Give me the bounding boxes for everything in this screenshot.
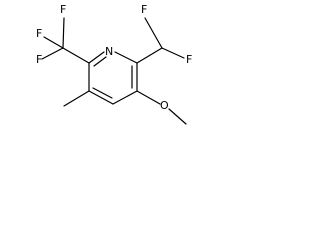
bond-c6-n-inner <box>93 56 107 67</box>
bond-cf3-f-top-left <box>43 36 64 49</box>
bond-c4-c5-inner <box>92 87 113 99</box>
atom-f-chf2-right-label: F <box>186 53 192 66</box>
atom-o-label: O <box>160 99 169 112</box>
bond-c3-c4 <box>112 90 138 105</box>
bond-chf2-f-left <box>144 17 163 49</box>
bond-c6-n <box>88 51 105 64</box>
atom-f-left-label: F <box>36 53 42 66</box>
bond-n-c2 <box>114 51 138 64</box>
molecule-canvas: F F F N F F O <box>0 0 222 138</box>
atom-f-top-left-label: F <box>36 27 42 40</box>
atom-n-label: N <box>105 45 113 58</box>
atom-f-chf2-left-label: F <box>141 3 147 16</box>
bond-cf3-f-left <box>41 47 64 60</box>
structure-diagram: F F F N F F O <box>36 3 192 125</box>
bond-c4-c5 <box>88 90 114 105</box>
bond-c2-chf2 <box>136 47 163 64</box>
bond-o-ch3 <box>168 108 187 125</box>
bond-chf2-f-right <box>161 47 185 59</box>
atom-f-top-label: F <box>60 3 66 16</box>
bond-cf3-f-top <box>62 17 65 49</box>
bond-c3-o <box>136 90 161 105</box>
bond-c6-cf3 <box>62 47 90 64</box>
bond-c5-methyl <box>63 90 90 107</box>
